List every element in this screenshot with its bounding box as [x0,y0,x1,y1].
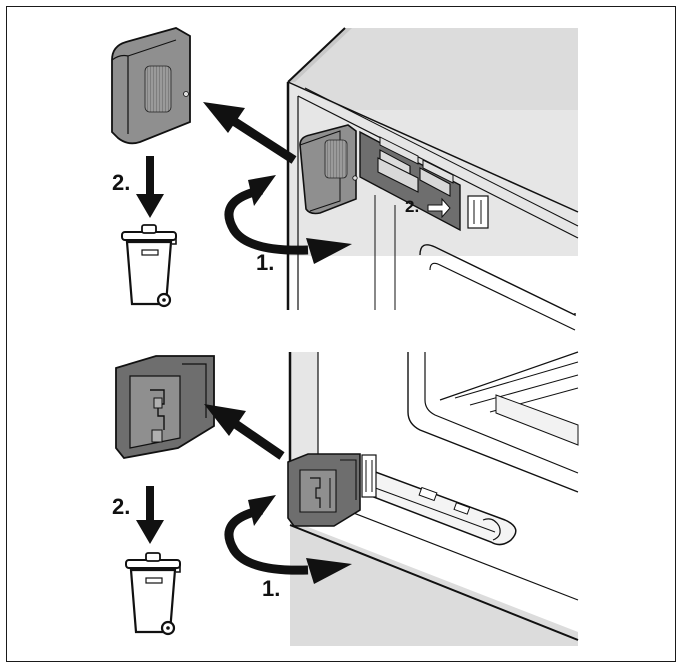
bottom-panel: 1. 2. [112,351,579,646]
slot-arrow-icon [427,197,451,219]
bottom-cap-removed [115,355,215,459]
pull-arrow-icon-2 [204,404,285,460]
top-hinge-bracket: 2. [359,130,489,232]
top-cap-removed [111,27,191,145]
top-cabinet: 2. [286,27,579,331]
rotate-arrow-icon-2 [224,495,352,584]
recycle-bin-icon [121,224,177,308]
recycle-bin-icon-2 [125,552,181,636]
arrow-down-icon [136,156,164,218]
bottom-cap-mounted [287,453,361,527]
top-panel: 2. [111,27,579,331]
slot-step-label: 2. [405,197,419,216]
pull-arrow-icon [203,102,297,164]
arrow-down-icon-2 [136,486,164,544]
bottom-rail [361,454,517,546]
bottom-cabinet [287,351,579,646]
top-cap-mounted [299,124,358,215]
top-step2-label: 2. [112,170,130,195]
bottom-step1-label: 1. [262,576,280,601]
rotate-arrow-icon [224,175,352,264]
top-step1-label: 1. [256,250,274,275]
bottom-step2-label: 2. [112,494,130,519]
